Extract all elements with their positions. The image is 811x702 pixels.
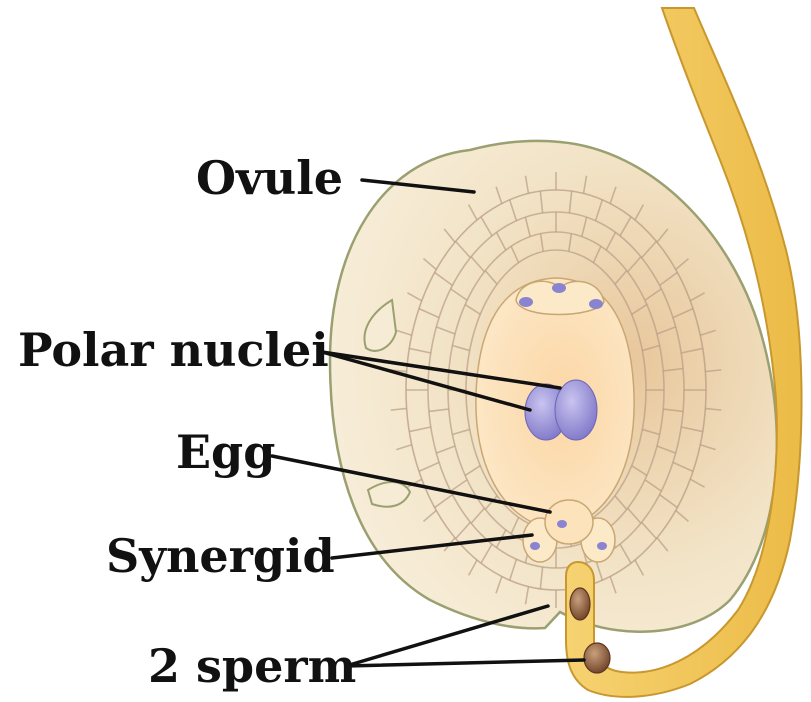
sperm-cell-upper [570, 588, 590, 620]
leader-sperm-b [346, 660, 584, 666]
label-sperm: 2 sperm [148, 639, 356, 693]
label-synergid: Synergid [106, 529, 335, 583]
antipodal-cells [516, 281, 604, 314]
leader-sperm-a [346, 606, 548, 666]
label-polar-nuclei: Polar nuclei [18, 323, 329, 377]
label-egg: Egg [176, 425, 275, 479]
labels: Ovule Polar nuclei Egg Synergid 2 sperm [18, 151, 356, 693]
egg-cell [545, 500, 593, 544]
sperm-cell-lower [584, 643, 610, 673]
label-ovule: Ovule [196, 151, 343, 205]
